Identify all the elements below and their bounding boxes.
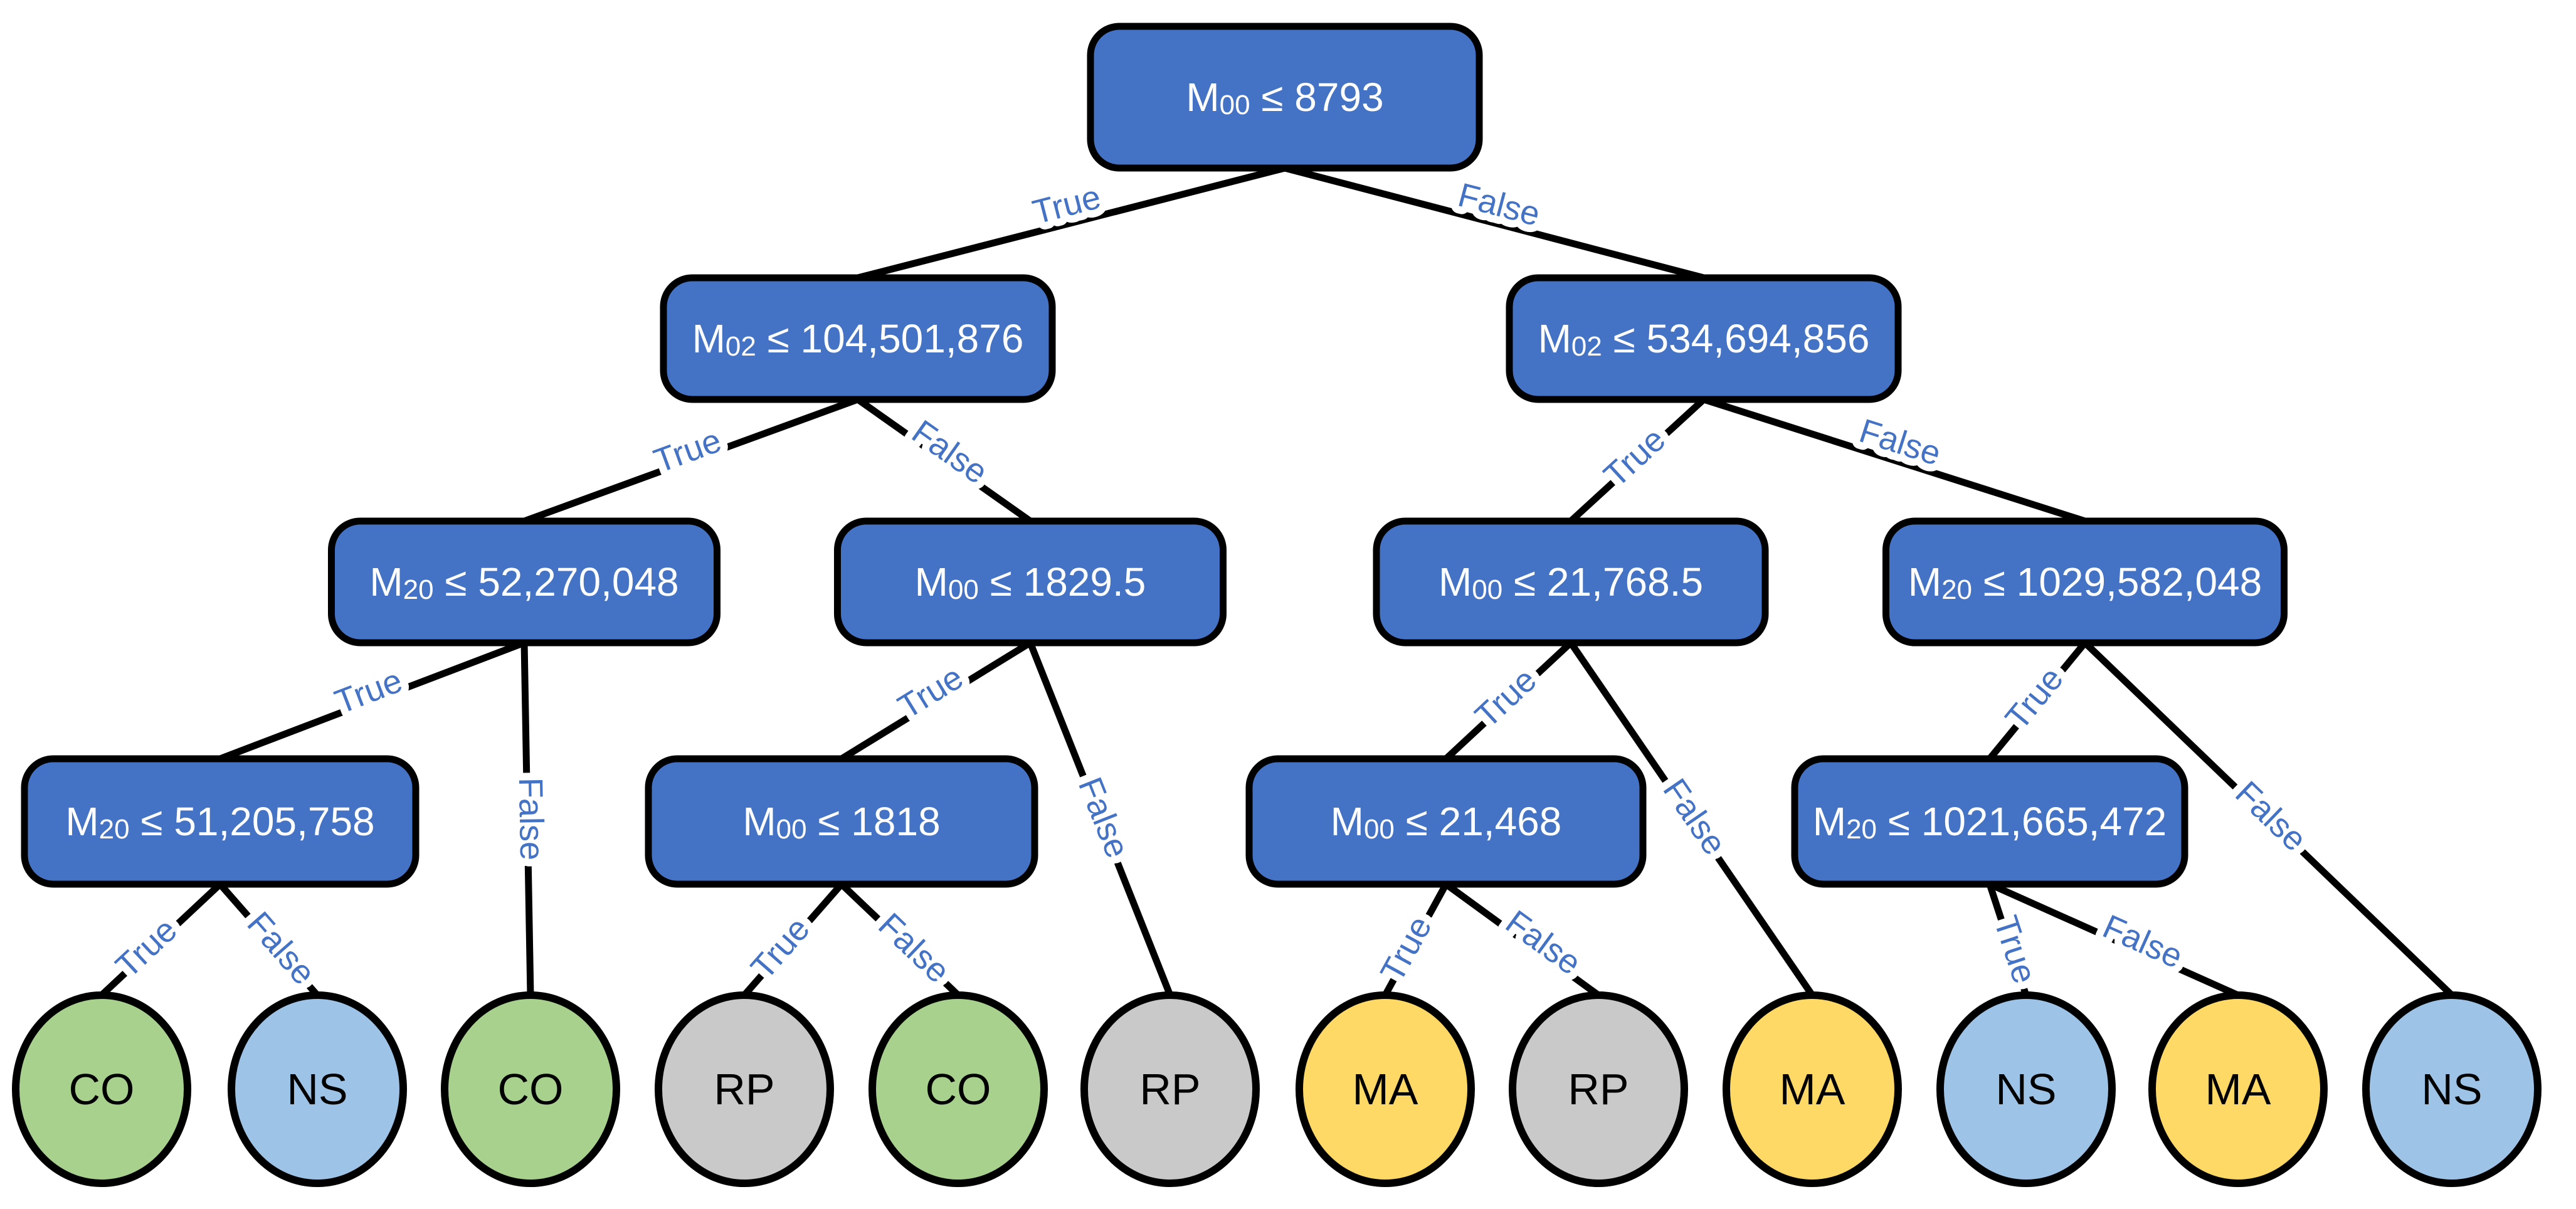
leaf-node-label: MA — [2205, 1065, 2271, 1114]
decision-node-label: M20 ≤ 1021,665,472 — [1813, 799, 2167, 845]
edge-d11-l10 — [1986, 880, 2030, 999]
edge-label-false: False — [905, 413, 994, 491]
edge-label-true: True — [892, 658, 969, 726]
edge-label-false: False — [1071, 772, 1136, 863]
decision-node-d11 — [1791, 755, 2188, 888]
decision-node-d2 — [660, 274, 1056, 403]
edge-d7-d11 — [1986, 639, 2089, 763]
leaf-node-label: MA — [1780, 1065, 1845, 1114]
edge-d4-d8 — [216, 639, 528, 763]
leaf-node-label: NS — [2421, 1065, 2482, 1114]
leaf-node-label: CO — [498, 1065, 564, 1114]
edge-d11-l11 — [1986, 880, 2242, 999]
leaf-node-label: CO — [69, 1065, 135, 1114]
decision-node-label: M20 ≤ 51,205,758 — [65, 799, 374, 845]
leaf-node-label: RP — [1139, 1065, 1200, 1114]
leaf-node-l1-co — [12, 991, 191, 1187]
edge-d1-d3 — [1281, 164, 1708, 282]
leaf-node-label: NS — [287, 1065, 347, 1114]
decision-node-label: M00 ≤ 21,468 — [1331, 799, 1562, 845]
edge-label-false: False — [1655, 772, 1733, 862]
leaf-node-label: NS — [1995, 1065, 2056, 1114]
edge-d10-l8 — [1442, 880, 1602, 999]
decision-node-d1 — [1087, 23, 1483, 172]
decision-node-d7 — [1882, 517, 2288, 647]
decision-node-d5 — [834, 517, 1227, 647]
edge-d9-l5 — [838, 880, 962, 999]
leaf-node-l5-co — [868, 991, 1048, 1187]
leaf-node-label: CO — [926, 1065, 991, 1114]
decision-node-label: M02 ≤ 534,694,856 — [1538, 316, 1870, 362]
decision-node-d4 — [328, 517, 721, 647]
decision-node-label: M20 ≤ 1029,582,048 — [1908, 559, 2262, 605]
edge-label-true: True — [1029, 178, 1105, 231]
leaf-node-label: MA — [1353, 1065, 1418, 1114]
edge-d6-l9 — [1567, 639, 1816, 999]
edge-label-false: False — [1499, 903, 1588, 982]
decision-node-d8 — [21, 755, 420, 888]
edge-d8-l1 — [98, 880, 224, 999]
decision-node-d10 — [1245, 755, 1647, 888]
decision-node-label: M00 ≤ 21,768.5 — [1438, 559, 1703, 605]
leaf-node-label: RP — [714, 1065, 774, 1114]
edge-label-true: True — [330, 662, 407, 721]
edge-d4-l3 — [520, 639, 534, 999]
edge-d10-l7 — [1381, 880, 1450, 999]
decision-node-label: M00 ≤ 1829.5 — [915, 559, 1146, 605]
leaf-node-l3-co — [441, 991, 620, 1187]
leaf-node-l12-ns — [2362, 991, 2542, 1187]
edge-label-true: True — [649, 421, 726, 480]
edge-d9-l4 — [741, 880, 845, 999]
edge-d2-d5 — [854, 396, 1034, 525]
leaf-node-l9-ma — [1723, 991, 1902, 1187]
edge-lines — [98, 164, 2456, 999]
leaf-node-l7-ma — [1296, 991, 1475, 1187]
edge-label-true: True — [1987, 911, 2044, 988]
decision-node-d6 — [1373, 517, 1769, 647]
decision-node-label: M00 ≤ 1818 — [742, 799, 940, 845]
leaf-node-l8-rp — [1509, 991, 1688, 1187]
leaf-node-label: RP — [1568, 1065, 1628, 1114]
edge-label-false: False — [2098, 907, 2188, 976]
leaf-node-l2-ns — [228, 991, 407, 1187]
leaf-node-l4-rp — [655, 991, 834, 1187]
edge-d5-d9 — [838, 639, 1034, 763]
decision-node-d3 — [1506, 274, 1902, 403]
edge-d3-d6 — [1567, 396, 1708, 525]
edge-d7-l12 — [2081, 639, 2456, 999]
edge-d3-d7 — [1700, 396, 2089, 525]
edge-d5-l6 — [1027, 639, 1174, 999]
leaf-node-l6-rp — [1080, 991, 1260, 1187]
edge-d2-d4 — [520, 396, 862, 525]
edge-d6-d10 — [1442, 639, 1575, 763]
decision-node-label: M00 ≤ 8793 — [1186, 75, 1383, 120]
edge-d8-l2 — [216, 880, 321, 999]
decision-node-label: M02 ≤ 104,501,876 — [692, 316, 1024, 362]
decision-node-d9 — [645, 755, 1038, 888]
decision-node-label: M20 ≤ 52,270,048 — [369, 559, 678, 605]
edge-d1-d2 — [854, 164, 1289, 282]
leaf-node-l11-ma — [2148, 991, 2328, 1187]
leaf-node-l10-ns — [1936, 991, 2116, 1187]
edge-label-false: False — [512, 777, 551, 860]
